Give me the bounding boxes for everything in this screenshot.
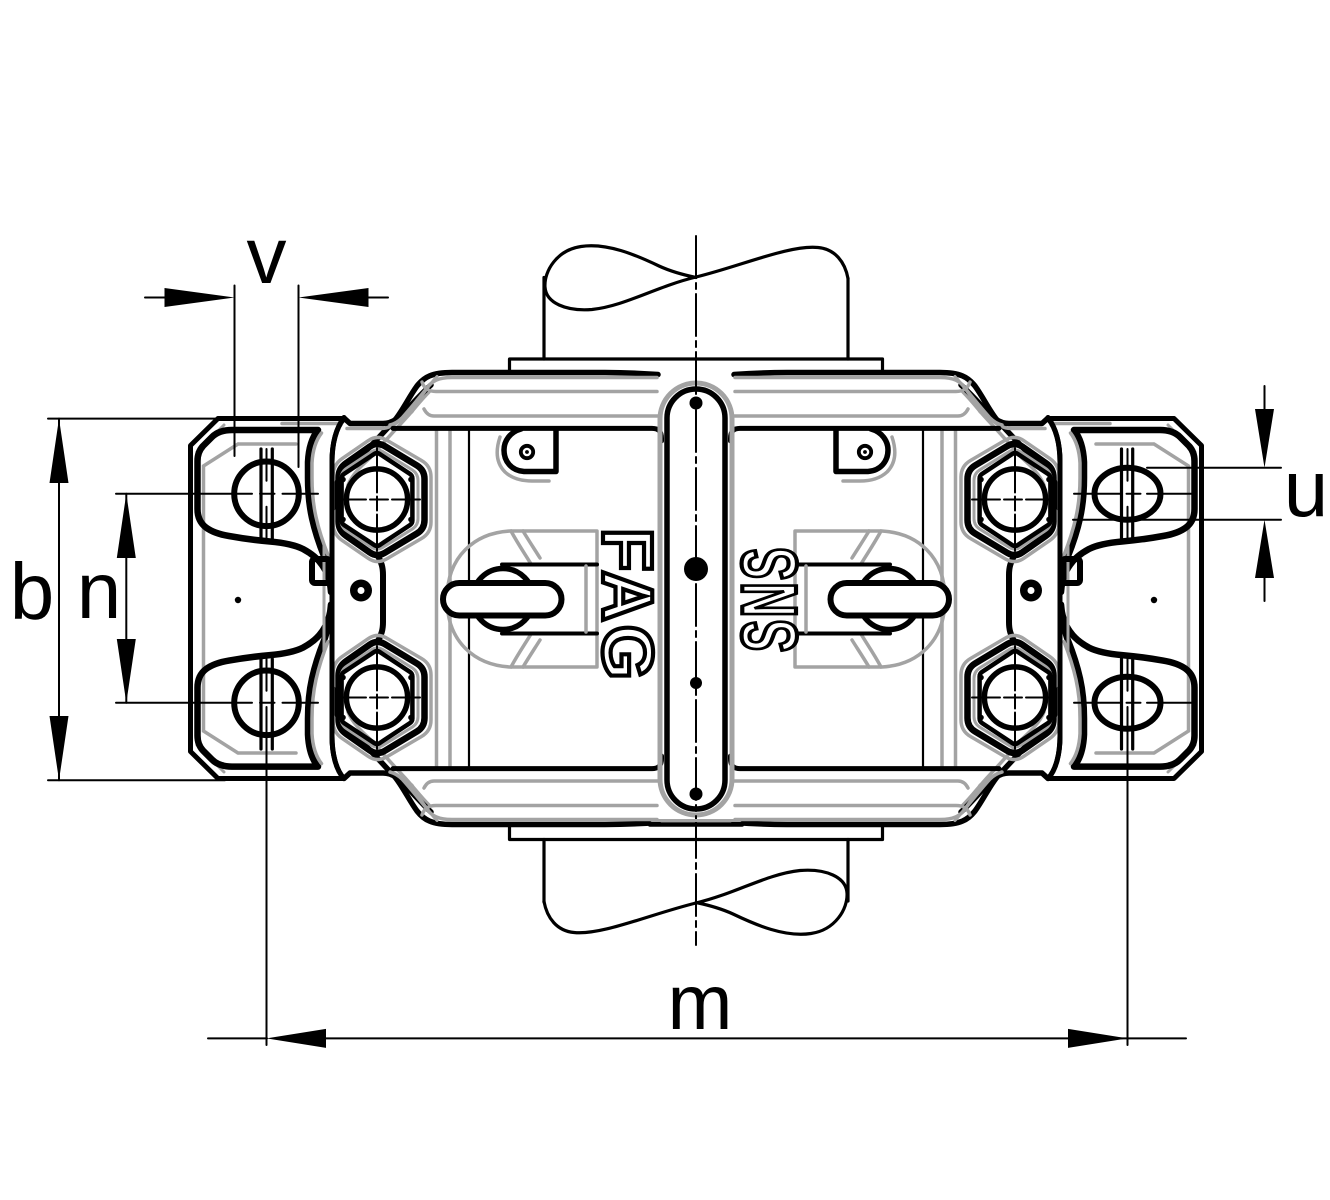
svg-text:FAG: FAG [587, 528, 666, 683]
svg-text:v: v [247, 211, 287, 300]
svg-text:n: n [77, 546, 122, 635]
svg-text:b: b [10, 547, 55, 636]
svg-text:m: m [668, 958, 733, 1046]
svg-text:u: u [1284, 444, 1329, 533]
svg-text:SNS: SNS [725, 545, 813, 652]
